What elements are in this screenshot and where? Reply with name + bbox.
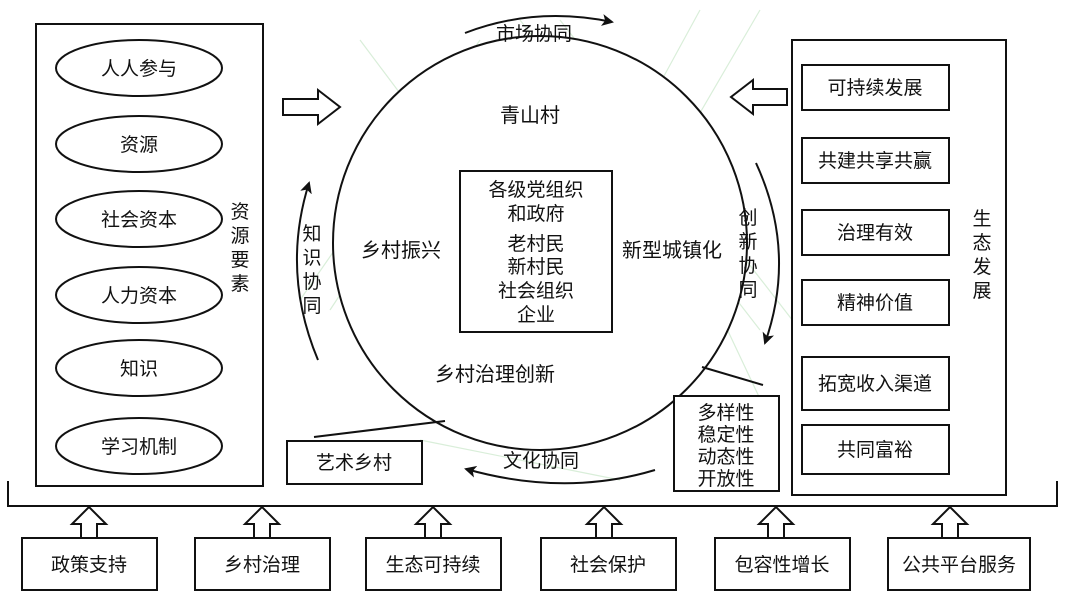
resource-item: 人人参与 — [55, 39, 223, 97]
hollow-arrow-right-icon — [282, 87, 342, 127]
svg-text:社会资本: 社会资本 — [101, 209, 177, 231]
hollow-arrow-up-icon — [930, 505, 970, 539]
svg-text:公共平台服务: 公共平台服务 — [902, 554, 1016, 576]
svg-text:人力资本: 人力资本 — [101, 285, 177, 307]
svg-text:企业: 企业 — [517, 304, 555, 326]
hollow-arrow-up-icon — [584, 505, 624, 539]
support-item: 乡村治理 — [194, 505, 331, 591]
svg-text:治理有效: 治理有效 — [837, 222, 913, 244]
hollow-arrow-up-icon — [69, 505, 109, 539]
arc-left-label: 知识协同 — [302, 223, 321, 317]
arrow-innovation — [755, 162, 781, 345]
resource-item: 学习机制 — [55, 417, 223, 475]
eco-panel-label: 生态发展 — [972, 208, 991, 302]
hollow-arrow-left-icon — [729, 77, 788, 117]
arrow-culture — [464, 465, 656, 485]
svg-text:学习机制: 学习机制 — [101, 436, 177, 458]
support-item: 包容性增长 — [714, 505, 851, 591]
resource-item: 社会资本 — [55, 190, 223, 248]
support-bracket — [7, 481, 1058, 507]
outcome-item: 共建共享共赢 — [801, 137, 950, 184]
arc-bottom-label: 文化协同 — [503, 450, 579, 472]
svg-text:可持续发展: 可持续发展 — [827, 77, 922, 99]
svg-text:生态可持续: 生态可持续 — [385, 554, 480, 576]
support-item: 生态可持续 — [365, 505, 502, 591]
circle-left-label: 乡村振兴 — [361, 238, 441, 262]
svg-text:共建共享共赢: 共建共享共赢 — [818, 150, 932, 172]
arc-right-label: 创新协同 — [738, 207, 757, 301]
resource-item: 知识 — [55, 339, 223, 397]
support-item: 政策支持 — [21, 505, 158, 591]
resource-panel-label: 资源要素 — [230, 201, 249, 295]
hollow-arrow-up-icon — [242, 505, 282, 539]
circle-top-label: 青山村 — [500, 103, 560, 127]
arrow-knowledge — [295, 181, 319, 361]
resource-item: 人力资本 — [55, 266, 223, 324]
circle-right-label: 新型城镇化 — [622, 238, 722, 262]
svg-text:人人参与: 人人参与 — [101, 58, 177, 80]
svg-text:新村民: 新村民 — [507, 256, 564, 278]
svg-text:开放性: 开放性 — [697, 468, 754, 490]
outcome-item: 共同富裕 — [801, 424, 950, 475]
circle-bottom-label: 乡村治理创新 — [435, 362, 555, 386]
support-item: 公共平台服务 — [887, 505, 1031, 591]
outcome-item: 治理有效 — [801, 209, 950, 256]
outcome-item: 精神价值 — [801, 279, 950, 326]
hollow-arrow-up-icon — [756, 505, 796, 539]
svg-text:包容性增长: 包容性增长 — [734, 554, 829, 576]
svg-text:稳定性: 稳定性 — [697, 424, 754, 446]
eco-development-panel: 可持续发展 共建共享共赢 治理有效 精神价值 拓宽收入渠道 共同富裕 生态发展 — [791, 39, 1007, 496]
svg-text:动态性: 动态性 — [697, 446, 754, 468]
svg-text:共同富裕: 共同富裕 — [837, 439, 913, 461]
properties-box: 多样性 稳定性 动态性 开放性 — [673, 366, 780, 492]
actors-box: 各级党组织 和政府 老村民 新村民 社会组织 企业 — [459, 170, 613, 333]
svg-text:老村民: 老村民 — [507, 233, 564, 255]
svg-text:社会保护: 社会保护 — [570, 554, 646, 576]
resource-panel: 人人参与 资源 社会资本 人力资本 知识 学习机制 资源要素 — [35, 23, 264, 487]
hollow-arrow-up-icon — [413, 505, 453, 539]
svg-text:社会组织: 社会组织 — [498, 280, 574, 302]
svg-text:艺术乡村: 艺术乡村 — [316, 452, 392, 474]
svg-text:多样性: 多样性 — [697, 402, 754, 424]
svg-text:各级党组织: 各级党组织 — [488, 179, 583, 201]
svg-text:资源: 资源 — [120, 134, 158, 156]
svg-text:精神价值: 精神价值 — [837, 292, 913, 314]
arc-top-label: 市场协同 — [496, 23, 572, 45]
support-item: 社会保护 — [540, 505, 677, 591]
svg-text:和政府: 和政府 — [507, 203, 564, 225]
arrow-market — [464, 14, 614, 34]
svg-text:政策支持: 政策支持 — [51, 554, 127, 576]
svg-text:知识: 知识 — [120, 358, 158, 380]
outcome-item: 可持续发展 — [801, 64, 950, 111]
outcome-item: 拓宽收入渠道 — [801, 356, 950, 411]
svg-text:乡村治理: 乡村治理 — [224, 554, 300, 576]
art-village-box: 艺术乡村 — [286, 420, 446, 485]
svg-text:拓宽收入渠道: 拓宽收入渠道 — [818, 373, 932, 395]
resource-item: 资源 — [55, 115, 223, 173]
